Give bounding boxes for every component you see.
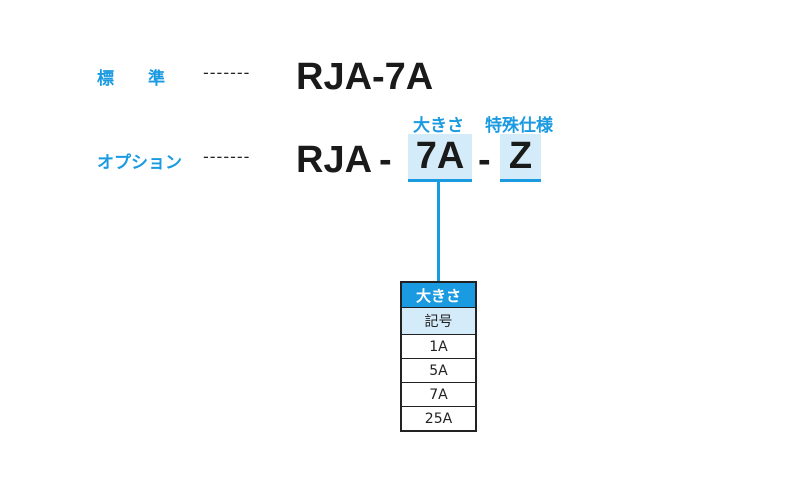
- size-table: 大きさ 記号 1A 5A 7A 25A: [400, 281, 477, 432]
- size-table-subheader: 記号: [400, 307, 477, 335]
- option-separator-1: -: [379, 139, 392, 181]
- size-table-row: 5A: [400, 358, 477, 383]
- connector-line: [437, 180, 440, 283]
- option-leader: -------: [203, 147, 251, 166]
- option-separator-2: -: [478, 139, 491, 181]
- size-table-header: 大きさ: [400, 281, 477, 308]
- special-caption: 特殊仕様: [485, 116, 553, 136]
- option-label: オプション: [97, 153, 182, 173]
- size-caption: 大きさ: [413, 116, 464, 136]
- standard-leader: -------: [203, 63, 251, 82]
- size-code-box: 7A: [408, 134, 472, 182]
- standard-model: RJA-7A: [296, 56, 434, 98]
- size-table-row: 1A: [400, 334, 477, 359]
- size-table-row: 7A: [400, 382, 477, 407]
- size-table-row: 25A: [400, 406, 477, 432]
- standard-label: 標 準: [97, 69, 165, 89]
- option-prefix: RJA: [296, 139, 373, 181]
- special-code-box: Z: [500, 134, 541, 182]
